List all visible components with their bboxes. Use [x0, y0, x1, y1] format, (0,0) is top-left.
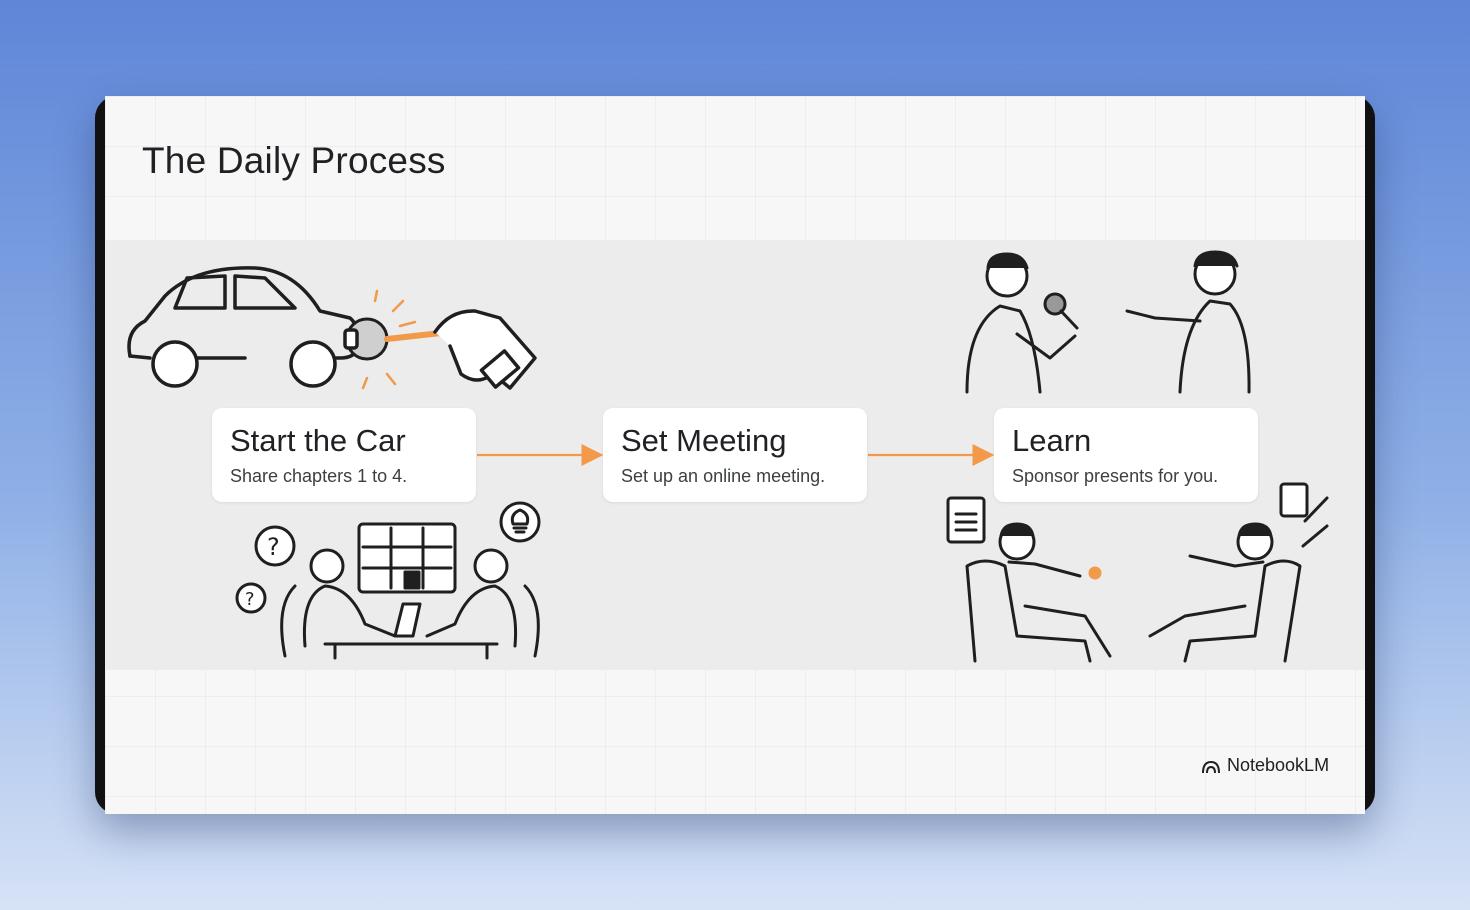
- step-card-learn: Learn Sponsor presents for you.: [994, 408, 1258, 502]
- step-description: Set up an online meeting.: [621, 466, 826, 486]
- step-title: Learn: [1012, 423, 1092, 458]
- notebooklm-logo-icon: [1202, 760, 1220, 773]
- slide: The Daily Process: [105, 96, 1365, 814]
- armchair-conversation-illustration: [946, 482, 1329, 663]
- svg-text:?: ?: [267, 533, 280, 561]
- brand-name: NotebookLM: [1227, 755, 1330, 775]
- interview-illustration: [965, 250, 1251, 394]
- slide-title: The Daily Process: [142, 140, 446, 181]
- svg-text:?: ?: [245, 589, 255, 610]
- car-key-illustration: [127, 266, 537, 390]
- step-title: Start the Car: [230, 423, 406, 458]
- brand-mark: NotebookLM: [1201, 755, 1329, 776]
- diagram-overlay: ? ?: [127, 250, 1329, 663]
- step-card-start-the-car: Start the Car Share chapters 1 to 4.: [212, 408, 476, 502]
- step-description: Share chapters 1 to 4.: [230, 466, 408, 486]
- step-card-set-meeting: Set Meeting Set up an online meeting.: [603, 408, 867, 502]
- online-meeting-illustration: ? ?: [235, 501, 541, 660]
- step-title: Set Meeting: [621, 423, 787, 458]
- step-description: Sponsor presents for you.: [1012, 466, 1219, 486]
